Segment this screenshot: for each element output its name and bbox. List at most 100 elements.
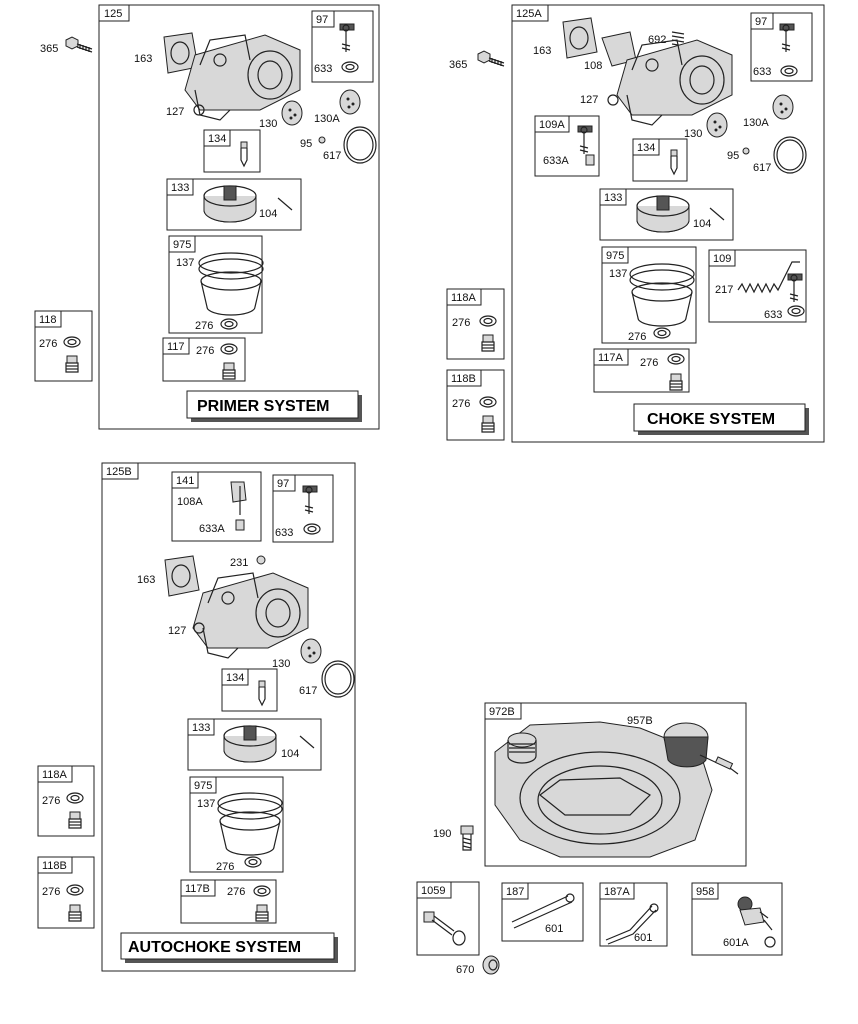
plug-118b-right-number: 118B bbox=[451, 373, 476, 385]
primer-label-633: 633 bbox=[314, 63, 332, 75]
autochoke-jet bbox=[258, 680, 266, 706]
autochoke-bushing-633a bbox=[235, 519, 245, 531]
autochoke-jet-134-number: 134 bbox=[226, 672, 244, 684]
autochoke-float bbox=[223, 725, 277, 763]
primer-float-133-frame bbox=[166, 178, 302, 231]
plug-118-label: 276 bbox=[39, 338, 57, 350]
autochoke-plate-108a bbox=[230, 481, 247, 503]
choke-title: CHOKE SYSTEM bbox=[647, 411, 775, 428]
tank-line-187a-number: 187A bbox=[604, 886, 630, 898]
autochoke-bowl-975-tag bbox=[189, 776, 217, 794]
autochoke-jet-134-tag bbox=[221, 668, 249, 686]
primer-kit-97-tag bbox=[311, 10, 335, 28]
primer-bowl-975-tag bbox=[168, 235, 196, 253]
plug-118-washer bbox=[63, 336, 81, 348]
choke-jet-134-tag bbox=[632, 138, 660, 156]
autochoke-label-633a: 633A bbox=[199, 523, 225, 535]
autochoke-label-104: 104 bbox=[281, 748, 299, 760]
tank-label-958-601a: 601A bbox=[723, 937, 749, 949]
autochoke-kit-141-tag bbox=[171, 471, 199, 489]
plug-118b-right-washer bbox=[479, 396, 497, 408]
plug-118-screw bbox=[65, 355, 79, 373]
autochoke-kit-97-tag bbox=[272, 474, 296, 492]
choke-spring-692 bbox=[671, 31, 685, 47]
tank-label-670: 670 bbox=[456, 964, 474, 976]
primer-label-137: 137 bbox=[176, 257, 194, 269]
choke-jet-134-frame bbox=[632, 138, 688, 182]
plug-118b-left: 118B 276 bbox=[37, 856, 95, 929]
choke-bushing-633a bbox=[585, 154, 595, 166]
choke-label-130a: 130A bbox=[743, 117, 769, 129]
primer-float-133-number: 133 bbox=[171, 182, 189, 194]
primer-assembly-tag bbox=[98, 4, 130, 22]
choke-plug-117a-tag bbox=[593, 348, 629, 366]
choke-kit-109-frame bbox=[708, 249, 807, 323]
primer-label-130: 130 bbox=[259, 118, 277, 130]
choke-washer-633b bbox=[787, 305, 805, 317]
primer-plug-117-frame bbox=[162, 337, 246, 382]
autochoke-screw-231 bbox=[256, 555, 266, 565]
primer-washer-276 bbox=[220, 318, 238, 330]
autochoke-carburetor bbox=[192, 572, 309, 659]
primer-throttle-shaft bbox=[339, 23, 355, 53]
primer-bolt-365 bbox=[65, 36, 93, 53]
autochoke-label-108a: 108A bbox=[177, 496, 203, 508]
plug-118b-right-screw bbox=[481, 415, 495, 433]
primer-jet bbox=[240, 141, 248, 167]
autochoke-pin-104 bbox=[299, 735, 315, 749]
primer-screw-95 bbox=[318, 136, 326, 144]
choke-label-117a-276: 276 bbox=[640, 357, 658, 369]
autochoke-label-127: 127 bbox=[168, 625, 186, 637]
choke-seal-127 bbox=[607, 94, 619, 106]
choke-jet-134-number: 134 bbox=[637, 142, 655, 154]
tank-assembly-number: 972B bbox=[489, 706, 515, 718]
choke-kit-97-frame bbox=[750, 12, 813, 82]
choke-kit-109-number: 109 bbox=[713, 253, 731, 265]
tank-bolt-190 bbox=[460, 825, 474, 851]
choke-label-217: 217 bbox=[715, 284, 733, 296]
tank-line-187-number: 187 bbox=[506, 886, 524, 898]
autochoke-label-137: 137 bbox=[197, 798, 215, 810]
choke-label-633a: 633A bbox=[543, 155, 569, 167]
autochoke-label-130: 130 bbox=[272, 658, 290, 670]
primer-jet-134-tag bbox=[203, 129, 231, 147]
autochoke-bowl bbox=[217, 792, 283, 856]
choke-gasket-163 bbox=[562, 17, 598, 59]
choke-label-633b: 633 bbox=[764, 309, 782, 321]
choke-kit-109-tag bbox=[708, 249, 736, 267]
autochoke-label-633: 633 bbox=[275, 527, 293, 539]
plug-118: 118 276 bbox=[34, 310, 93, 382]
autochoke-kit-97-number: 97 bbox=[277, 478, 289, 490]
primer-assembly-frame bbox=[98, 4, 380, 430]
autochoke-seal-127 bbox=[193, 622, 205, 634]
primer-label-617: 617 bbox=[323, 150, 341, 162]
choke-assembly-tag bbox=[511, 4, 549, 22]
primer-label-117-276: 276 bbox=[196, 345, 214, 357]
plug-118a-right-label: 276 bbox=[452, 317, 470, 329]
primer-plug-117-number: 117 bbox=[167, 341, 185, 353]
autochoke-oring-617 bbox=[321, 660, 355, 698]
primer-jet-134-number: 134 bbox=[208, 133, 226, 145]
primer-title: PRIMER SYSTEM bbox=[197, 398, 329, 415]
autochoke-title: AUTOCHOKE SYSTEM bbox=[128, 939, 301, 956]
choke-label-127: 127 bbox=[580, 94, 598, 106]
primer-label-104: 104 bbox=[259, 208, 277, 220]
autochoke-plug-117b-tag bbox=[180, 879, 216, 897]
choke-label-163: 163 bbox=[533, 45, 551, 57]
tank-assembly-tag bbox=[484, 702, 522, 720]
primer-assembly-number: 125 bbox=[104, 8, 122, 20]
tank-fuel-line-187 bbox=[511, 895, 573, 929]
primer-banner bbox=[186, 390, 359, 419]
autochoke-kit-141-frame bbox=[171, 471, 262, 542]
autochoke-bowl-975-number: 975 bbox=[194, 780, 212, 792]
autochoke-washer-276 bbox=[244, 856, 262, 868]
choke-label-130: 130 bbox=[684, 128, 702, 140]
autochoke-float-133-tag bbox=[187, 718, 215, 736]
choke-kit-109a-tag bbox=[534, 115, 570, 133]
plug-118a-left-number: 118A bbox=[42, 769, 68, 781]
choke-system-group: 125A 365 163 108 692 127 130 130A 95 617… bbox=[449, 4, 825, 443]
choke-assembly-number: 125A bbox=[516, 8, 542, 20]
autochoke-kit-97-frame bbox=[272, 474, 334, 543]
plug-118-frame bbox=[34, 310, 93, 382]
